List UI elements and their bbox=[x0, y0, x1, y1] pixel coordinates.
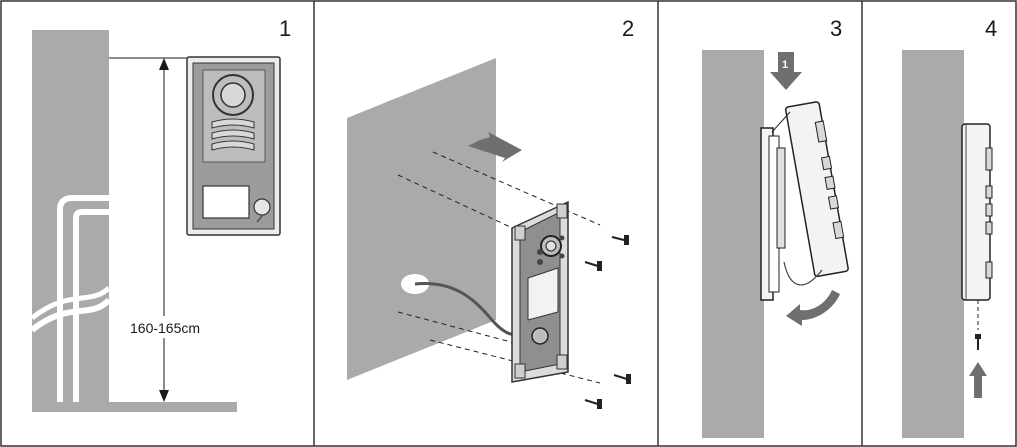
front-panel-tilted bbox=[784, 101, 849, 278]
panel-1-number: 1 bbox=[279, 16, 291, 41]
panel-2: 2 bbox=[347, 16, 634, 409]
wall-perspective bbox=[347, 58, 496, 380]
guide-line-4 bbox=[429, 339, 601, 384]
conduit-cross bbox=[30, 297, 112, 333]
wall bbox=[902, 50, 964, 438]
panel-2-number: 2 bbox=[622, 16, 634, 41]
dimension-arrow-bottom bbox=[159, 390, 169, 402]
panel-1: 1 160-165cm bbox=[30, 16, 291, 412]
screw-icon-3 bbox=[613, 374, 631, 384]
speaker-slot-2 bbox=[211, 129, 255, 140]
wall bbox=[702, 50, 764, 438]
floor bbox=[32, 402, 237, 412]
call-button-icon bbox=[253, 198, 271, 216]
speaker-slot-1 bbox=[211, 118, 255, 129]
dimension-arrow-top bbox=[159, 58, 169, 70]
screw-icon-1 bbox=[611, 235, 629, 245]
step-2-curved-arrow-icon: 2 bbox=[786, 290, 840, 326]
conduit-pipe bbox=[57, 195, 109, 402]
step-2-label: 2 bbox=[814, 296, 820, 308]
ribbon-cable bbox=[783, 261, 823, 286]
panel-3-number: 3 bbox=[830, 16, 842, 41]
speaker-slot-3 bbox=[211, 140, 255, 151]
guide-line-1 bbox=[432, 151, 601, 226]
screw-icon-2 bbox=[584, 261, 602, 271]
mounting-frame bbox=[511, 200, 569, 383]
mounted-unit-side bbox=[961, 123, 993, 301]
up-arrow-icon bbox=[969, 362, 987, 398]
height-label: 160-165cm bbox=[130, 320, 200, 336]
screw-icon-4 bbox=[584, 399, 602, 409]
push-arrow-icon bbox=[468, 132, 522, 162]
panel-3: 3 1 2 bbox=[702, 16, 849, 438]
name-plate bbox=[202, 185, 250, 219]
panel-4: 4 bbox=[902, 16, 997, 438]
panel-4-number: 4 bbox=[985, 16, 997, 41]
step-1-label: 1 bbox=[782, 59, 788, 71]
screw-icon bbox=[975, 334, 981, 350]
device-nameplate bbox=[527, 267, 559, 321]
door-station-front bbox=[186, 56, 281, 236]
wall bbox=[32, 30, 109, 410]
step-1-down-arrow-icon: 1 bbox=[770, 52, 802, 90]
